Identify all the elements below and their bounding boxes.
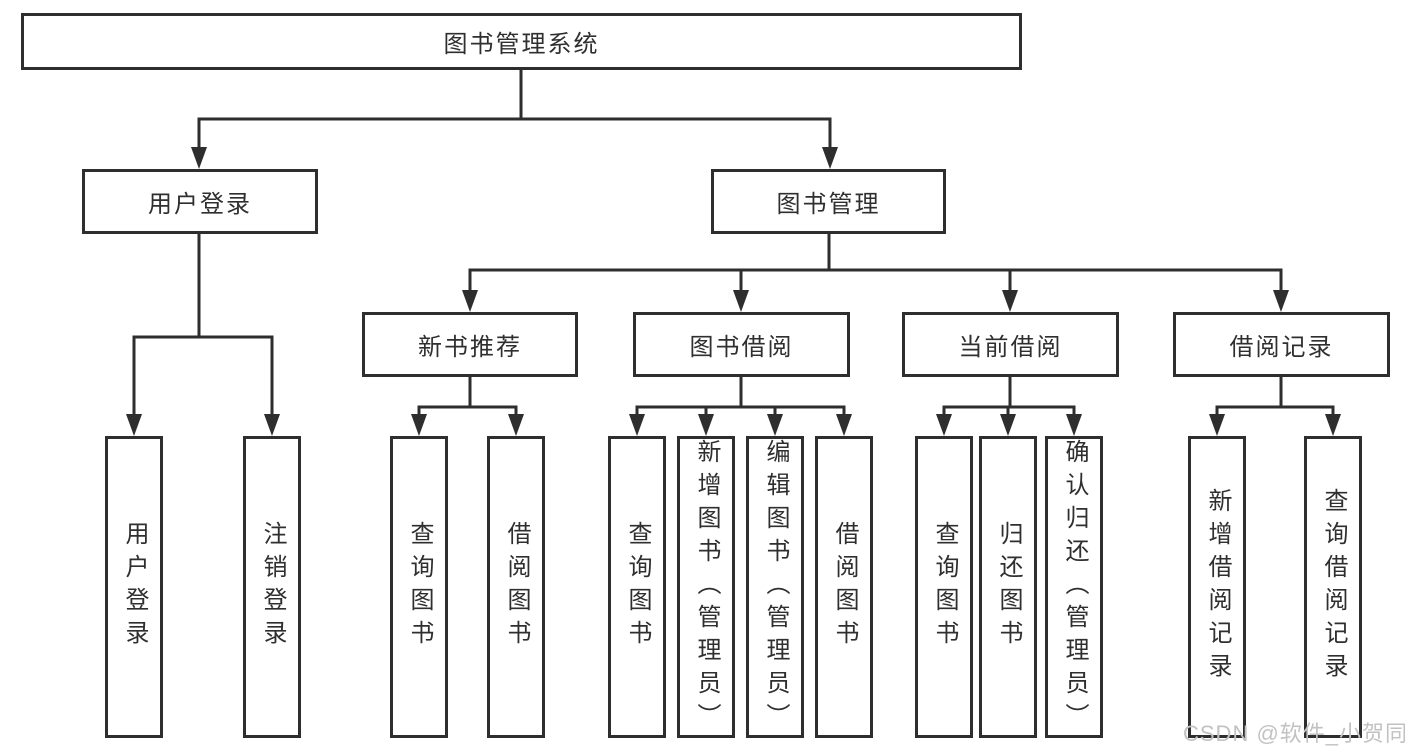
arrow-down-icon [1066, 414, 1082, 436]
arrow-down-icon [508, 414, 524, 436]
node-label: 图书管理系统 [443, 31, 600, 58]
node-leaf-query-books: 查询图书 [608, 436, 666, 738]
node-leaf-borrow-books: 借阅图书 [487, 436, 545, 738]
arrow-down-icon [411, 414, 427, 436]
node-leaf-borrow-books: 借阅图书 [815, 436, 873, 738]
node-label: 图书管理 [776, 191, 881, 218]
node-leaf-confirm-return-admin: 确认归还（管理员） [1045, 436, 1103, 738]
connector-line [942, 377, 1076, 432]
node-leaf-user-login: 用户登录 [105, 436, 163, 738]
arrow-down-icon [1209, 414, 1225, 436]
node-leaf-add-books-admin: 新增图书（管理员） [677, 436, 735, 738]
node-label: 用户登录 [121, 521, 148, 653]
node-label: 新书推荐 [418, 334, 522, 361]
arrow-down-icon [1002, 290, 1018, 312]
node-label: 查询图书 [931, 521, 958, 653]
node-leaf-query-books: 查询图书 [390, 436, 448, 738]
node-leaf-query-borrow-record: 查询借阅记录 [1304, 436, 1362, 738]
node-new-book-recommend: 新书推荐 [362, 312, 578, 377]
arrow-down-icon [462, 290, 478, 312]
connector-line [468, 233, 1283, 308]
node-label: 确认归还（管理员） [1061, 438, 1088, 736]
node-label: 图书借阅 [689, 334, 794, 361]
node-book-management: 图书管理 [711, 169, 946, 234]
node-label: 借阅图书 [503, 521, 530, 653]
node-leaf-edit-books-admin: 编辑图书（管理员） [746, 436, 804, 738]
node-leaf-logout: 注销登录 [243, 436, 301, 738]
arrow-down-icon [1325, 414, 1341, 436]
node-label: 查询图书 [624, 521, 651, 653]
node-root: 图书管理系统 [21, 13, 1022, 70]
arrow-down-icon [698, 414, 714, 436]
connector-line [197, 69, 832, 165]
node-current-borrowing: 当前借阅 [902, 312, 1119, 377]
arrow-down-icon [836, 414, 852, 436]
arrow-down-icon [191, 147, 207, 169]
arrow-down-icon [126, 414, 142, 436]
node-label: 注销登录 [259, 521, 286, 653]
arrow-down-icon [629, 414, 645, 436]
connector-line [132, 233, 274, 430]
node-user-login: 用户登录 [82, 169, 318, 234]
node-book-borrowing: 图书借阅 [633, 312, 850, 377]
csdn-watermark: CSDN @软件_小贺同学 [1183, 721, 1405, 746]
connector-line [417, 377, 518, 432]
node-leaf-add-borrow-record: 新增借阅记录 [1188, 436, 1246, 738]
node-label: 新增图书（管理员） [693, 438, 720, 736]
node-label: 新增借阅记录 [1204, 488, 1231, 686]
node-leaf-return-books: 归还图书 [979, 436, 1037, 738]
arrow-down-icon [1000, 414, 1016, 436]
arrow-down-icon [822, 147, 838, 169]
connector-line [1215, 377, 1335, 432]
node-label: 归还图书 [995, 521, 1022, 653]
arrow-down-icon [767, 414, 783, 436]
node-leaf-query-books: 查询图书 [915, 436, 973, 738]
arrow-down-icon [733, 290, 749, 312]
arrow-down-icon [264, 414, 280, 436]
node-label: 查询图书 [406, 521, 433, 653]
node-label: 当前借阅 [958, 334, 1063, 361]
node-borrowing-records: 借阅记录 [1173, 312, 1390, 377]
arrow-down-icon [936, 414, 952, 436]
node-label: 用户登录 [148, 191, 252, 218]
arrow-down-icon [1273, 290, 1289, 312]
node-label: 借阅记录 [1229, 334, 1334, 361]
connector-line [635, 377, 846, 432]
node-label: 借阅图书 [831, 521, 858, 653]
node-label: 编辑图书（管理员） [762, 438, 789, 736]
node-label: 查询借阅记录 [1320, 488, 1347, 686]
